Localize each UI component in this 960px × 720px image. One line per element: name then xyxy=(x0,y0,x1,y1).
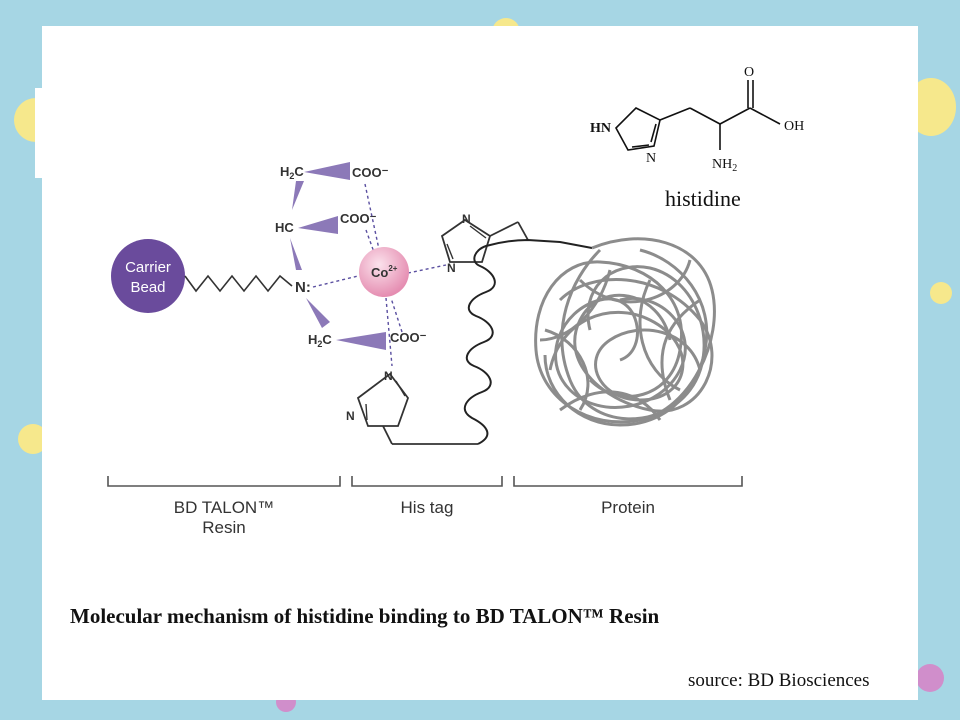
section-label-resin: BD TALON™ Resin xyxy=(118,498,330,538)
ring-double-bond xyxy=(469,225,487,239)
ring-double-bond xyxy=(395,380,406,397)
wedge-bond xyxy=(292,181,304,210)
histidine-title: histidine xyxy=(665,186,741,211)
backbone-bond xyxy=(517,221,529,241)
methine-group: HC xyxy=(275,220,294,235)
section-label-protein: Protein xyxy=(601,498,655,517)
paper-sheet xyxy=(42,26,918,700)
carboxylate-1: COO⁻ xyxy=(352,165,389,180)
wedge-bond xyxy=(298,216,338,234)
carboxylate-2: COO⁻ xyxy=(340,211,377,226)
ring-substituent-bond xyxy=(382,425,393,445)
carrier-bead-label-1: Carrier xyxy=(125,259,171,276)
section-brackets xyxy=(107,476,743,487)
wedge-bond xyxy=(304,162,350,180)
protein-coil xyxy=(534,237,716,427)
imidazole-ring-upper xyxy=(440,218,492,263)
histidine-atom-o: O xyxy=(744,65,754,80)
figure-caption: Molecular mechanism of histidine binding… xyxy=(70,604,660,628)
decor-dot-pink xyxy=(916,664,944,692)
linker-chain xyxy=(184,274,293,293)
cobalt-ion xyxy=(359,247,409,297)
carboxylate-3: COO⁻ xyxy=(390,330,427,345)
section-label-resin-line1: BD TALON™ xyxy=(173,498,275,517)
section-label-resin-line2: Resin xyxy=(202,518,246,537)
ring-substituent-bond xyxy=(489,221,519,237)
methylene-bottom: H2C xyxy=(308,332,332,349)
decor-dot-yellow xyxy=(930,282,952,304)
wedge-bond xyxy=(336,332,386,350)
imidazole-n-label: N xyxy=(447,261,456,275)
bracket-his-tag xyxy=(351,476,503,487)
histidine-atom-hn: HN xyxy=(590,121,611,136)
wedge-bond xyxy=(306,298,330,328)
imidazole-n-label: N xyxy=(462,212,471,226)
cobalt-symbol: Co2+ xyxy=(371,264,398,280)
paper-sheet-edge xyxy=(35,88,55,178)
histidine-atom-nh2: NH2 xyxy=(712,157,737,174)
ring-double-bond xyxy=(365,403,368,421)
imidazole-ring-lower xyxy=(356,372,410,427)
section-label-his-tag: His tag xyxy=(400,498,454,517)
histidine-structure xyxy=(615,80,781,151)
carrier-bead xyxy=(111,239,185,313)
wedge-bond xyxy=(290,238,302,270)
coordination-bonds xyxy=(312,183,447,367)
imidazole-n-label: N xyxy=(384,369,393,383)
histidine-atom-n: N xyxy=(646,151,656,166)
bracket-resin xyxy=(107,476,341,487)
bracket-protein xyxy=(513,476,743,487)
ring-double-bond xyxy=(446,243,454,260)
histidine-atom-oh: OH xyxy=(784,119,804,134)
his-tag-chain xyxy=(463,238,593,445)
imidazole-n-label: N xyxy=(346,409,355,423)
carrier-bead-label-2: Bead xyxy=(130,279,165,296)
chelator-nitrogen: N: xyxy=(295,279,311,296)
source-credit: source: BD Biosciences xyxy=(688,670,870,691)
methylene-top: H2C xyxy=(280,164,304,181)
